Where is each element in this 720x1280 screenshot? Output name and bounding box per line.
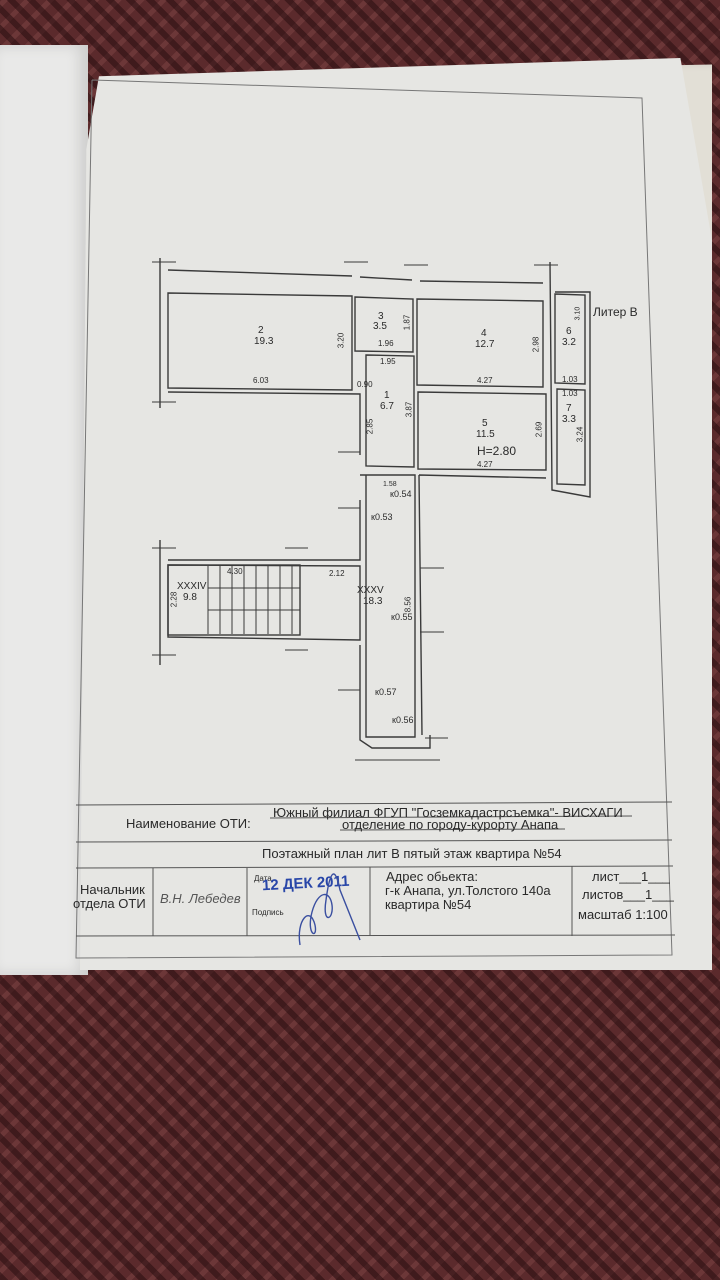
liter-label: Литер В <box>593 305 638 319</box>
room-area: 19.3 <box>254 336 274 347</box>
room-number: XXXIV <box>177 581 207 592</box>
room-area: 3.5 <box>373 321 387 332</box>
scale: масштаб 1:100 <box>578 907 668 922</box>
room-1 <box>365 354 415 468</box>
door-mark: к0.53 <box>371 512 393 522</box>
door-mark: к0.57 <box>375 687 397 697</box>
dimension: 1.58 <box>383 481 397 488</box>
chief-label: Начальник <box>80 882 145 897</box>
dimension: 1.03 <box>562 389 578 398</box>
dimension: 1.95 <box>380 357 396 366</box>
dimension: 2.12 <box>329 569 345 578</box>
oti-line-2: отделение по городу-курорту Анапа <box>342 817 559 832</box>
chief-name: В.Н. Лебедев <box>160 891 241 906</box>
sheets-total: листов___1___ <box>582 887 674 902</box>
room-number: XXXV <box>357 585 384 596</box>
dimension: 1.96 <box>378 339 394 348</box>
date-label: Дата <box>254 874 272 883</box>
room-4 <box>416 298 544 388</box>
dimension: 0.90 <box>357 380 373 389</box>
oti-label: Наименование ОТИ: <box>126 816 251 831</box>
oti-line-1: Южный филиал ФГУП "Госземкадастрсъемка"-… <box>273 805 623 820</box>
address-label: Адрес обьекта: <box>386 869 478 884</box>
dimension: 4.30 <box>227 567 243 576</box>
room-area: 18.3 <box>363 596 383 607</box>
room-number: 6 <box>566 326 572 337</box>
dimension: 4.27 <box>477 460 493 469</box>
room-area: 6.7 <box>380 401 394 412</box>
room-2 <box>167 292 353 391</box>
room-area: 3.2 <box>562 337 576 348</box>
room-number: 1 <box>384 390 390 401</box>
room-area: 12.7 <box>475 339 495 350</box>
room-5 <box>417 391 547 471</box>
door-mark: к0.54 <box>390 489 412 499</box>
room-area: 9.8 <box>183 592 197 603</box>
door-mark: к0.56 <box>392 715 414 725</box>
address-line-1: г-к Анапа, ул.Толстого 140а <box>385 883 551 898</box>
room-number: 5 <box>482 418 488 429</box>
room-6 <box>554 293 586 385</box>
left-page <box>0 45 88 975</box>
room-number: 3 <box>378 311 384 322</box>
dimension: 4.27 <box>477 376 493 385</box>
door-mark: к0.55 <box>391 612 413 622</box>
dimension: 1.03 <box>562 375 578 384</box>
room-area: 3.3 <box>562 414 576 425</box>
room-7 <box>556 388 586 486</box>
plan-title: Поэтажный план лит В пятый этаж квартира… <box>262 846 562 861</box>
room-number: 4 <box>481 328 487 339</box>
address-line-2: квартира №54 <box>385 897 472 912</box>
signature-label: Подпись <box>252 908 284 917</box>
room-number: 7 <box>566 403 572 414</box>
room-number: 2 <box>258 325 264 336</box>
document-page <box>80 58 712 970</box>
room-area: 11.5 <box>476 429 495 440</box>
dimension: 6.03 <box>253 376 269 385</box>
room-3 <box>354 296 414 353</box>
chief-label: отдела ОТИ <box>73 896 146 911</box>
room-xxxiv <box>167 564 301 636</box>
height-note: H=2.80 <box>477 444 517 458</box>
sheet-number: лист___1___ <box>592 869 670 884</box>
